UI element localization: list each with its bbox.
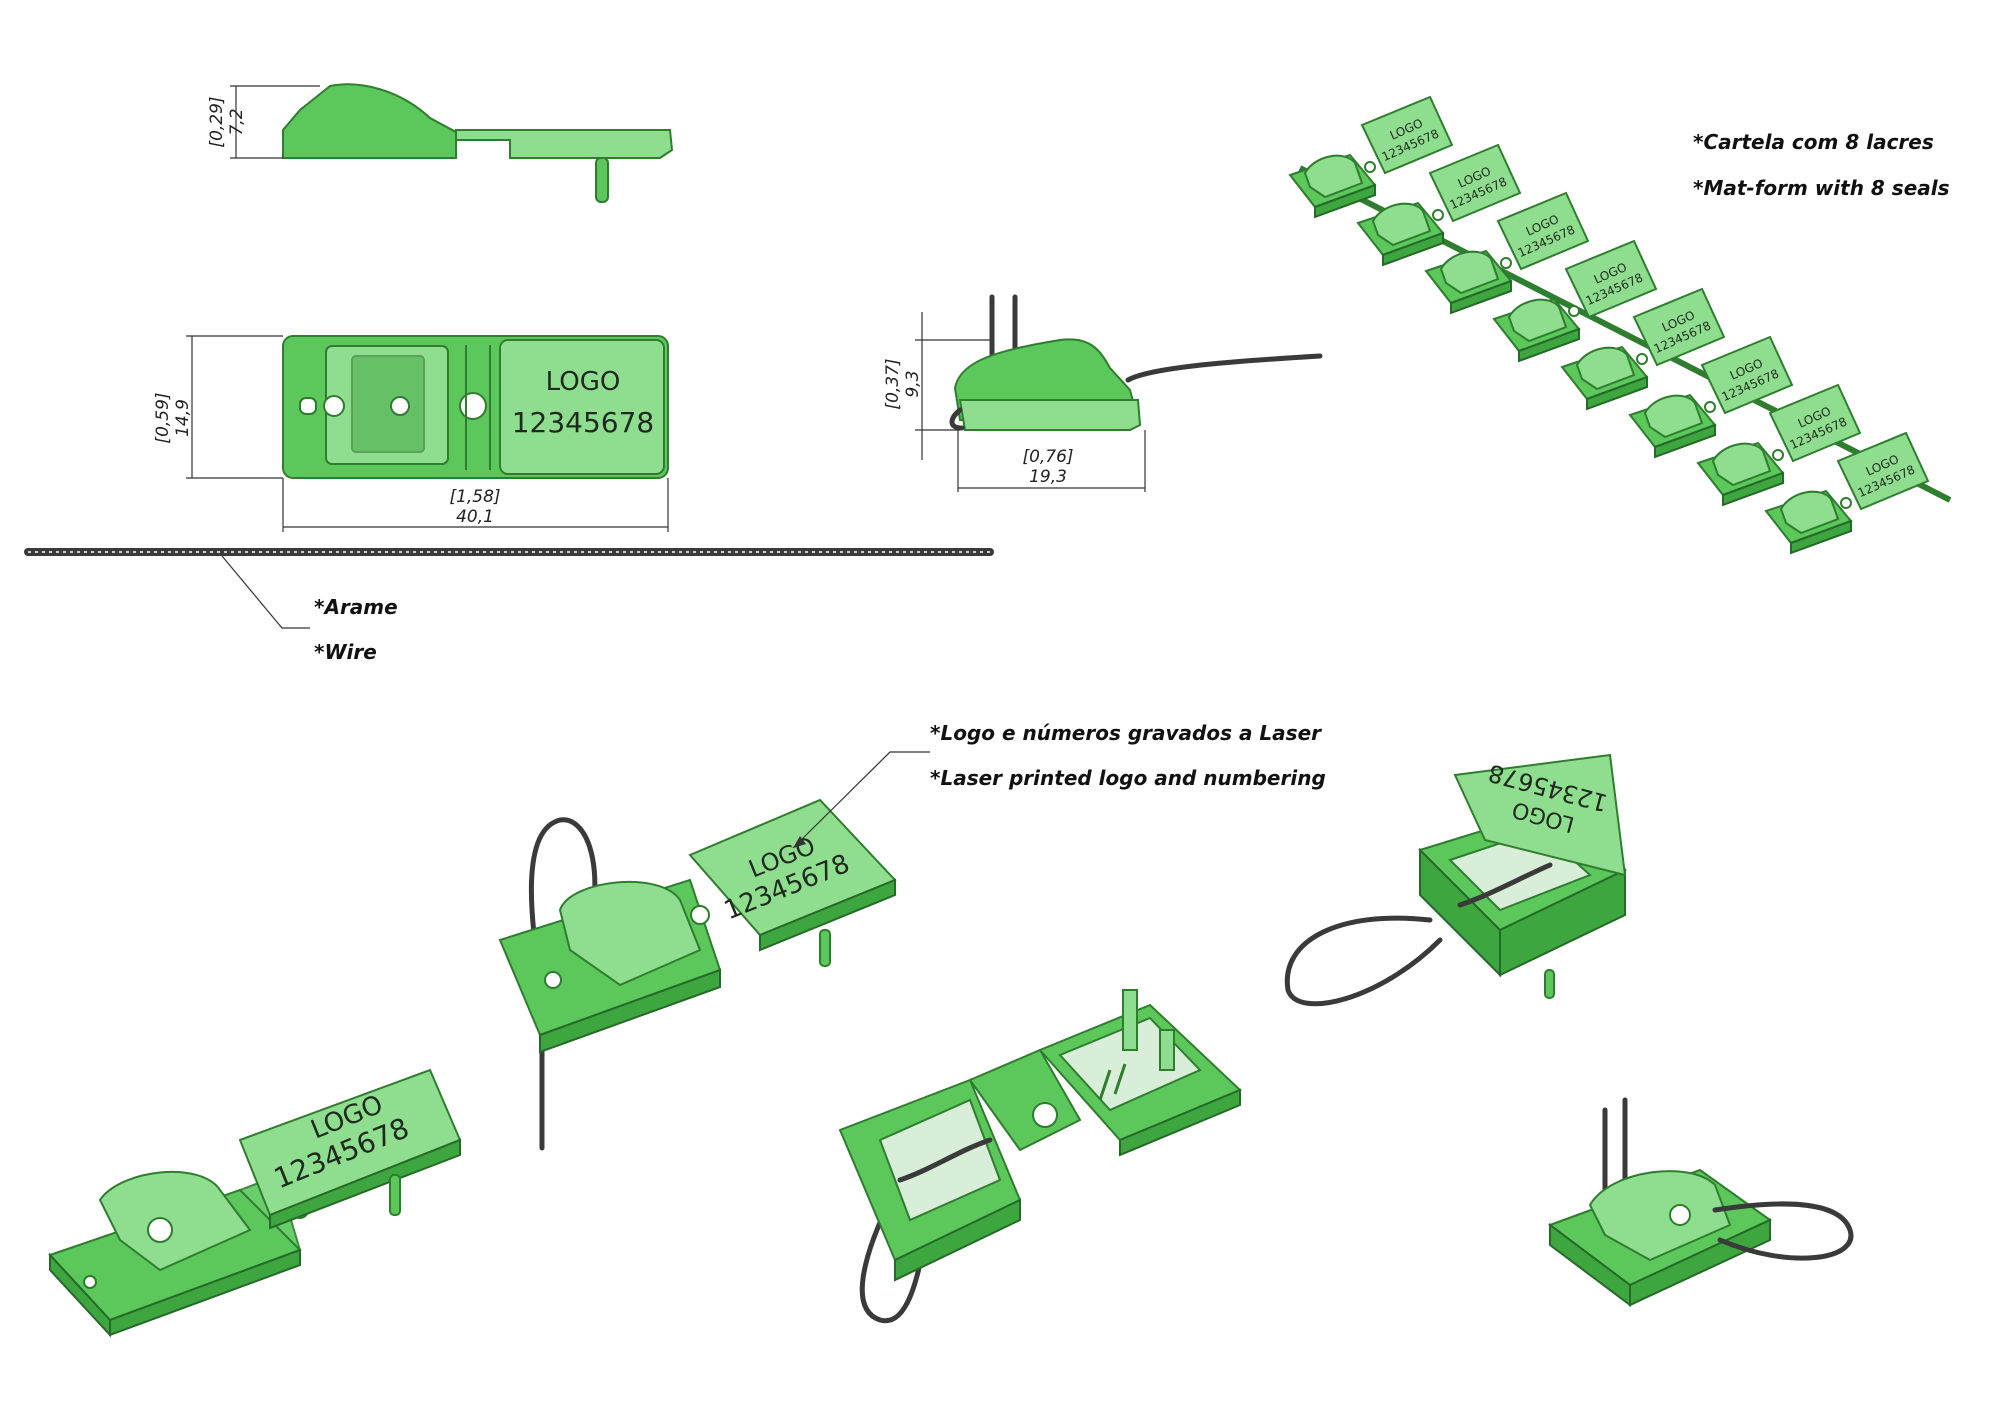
iso-seal-wire: LOGO 12345678 (498, 798, 897, 1151)
laser-note: *Logo e números gravados a Laser *Laser … (792, 721, 1326, 849)
laser-note-en: *Laser printed logo and numbering (930, 766, 1326, 790)
top-length-mm-label: 40,1 (456, 507, 494, 527)
mat-form: LOGO12345678LOGO12345678LOGO12345678LOGO… (1288, 95, 1952, 555)
closed-height-mm-label: 9,3 (903, 370, 923, 397)
wire-note-en: *Wire (314, 640, 377, 664)
closed-side-view: [0,37] 9,3 [0,76] 19,3 (883, 294, 1323, 492)
closed-length-in-label: [0,76] (1022, 447, 1073, 467)
side-height-in-label: [0,29] (207, 96, 227, 147)
top-view-logo-text: LOGO (546, 367, 621, 397)
matform-note-pt: *Cartela com 8 lacres (1693, 130, 1934, 154)
iso-seal-closed (1547, 1097, 1854, 1307)
top-view-number-text: 12345678 (512, 406, 655, 439)
iso-seal-open: LOGO 12345678 (48, 1068, 462, 1338)
wire-note-pt: *Arame (314, 595, 398, 619)
side-height-mm-label: 7,2 (227, 108, 247, 135)
top-view: LOGO 12345678 [0,59] 14,9 [1,58] 40,1 (153, 335, 669, 532)
matform-note-en: *Mat-form with 8 seals (1693, 176, 1950, 200)
closed-length-mm-label: 19,3 (1029, 467, 1067, 487)
iso-seal-open-box (838, 989, 1242, 1324)
side-view: [0,29] 7,2 (207, 83, 674, 203)
wire-sample: *Arame *Wire (24, 548, 994, 664)
closed-height-in-label: [0,37] (883, 358, 903, 409)
laser-note-pt: *Logo e números gravados a Laser (930, 721, 1322, 745)
mat-form-seals: LOGO12345678LOGO12345678LOGO12345678LOGO… (1288, 95, 1930, 555)
top-length-in-label: [1,58] (449, 487, 500, 507)
top-width-in-label: [0,59] (153, 392, 173, 443)
top-width-mm-label: 14,9 (173, 399, 193, 437)
iso-seal-lid-open: LOGO 12345678 (1284, 753, 1627, 1007)
